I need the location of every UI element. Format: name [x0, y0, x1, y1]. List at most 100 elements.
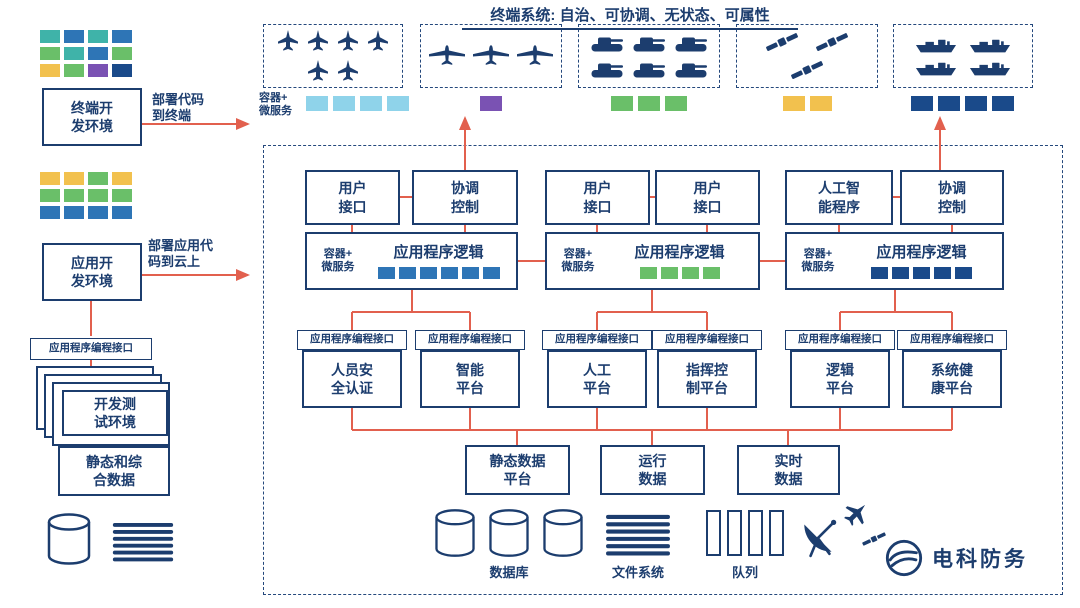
- fighter-jet-icon: [306, 29, 330, 53]
- api-box-5: 应用程序编程接口: [785, 330, 895, 350]
- api-box-1: 应用程序编程接口: [297, 330, 407, 350]
- container-square: [64, 206, 84, 219]
- app-dev-env-box: 应用开 发环境: [42, 243, 142, 301]
- app-env-container-grid: [40, 172, 132, 219]
- container-square: [871, 267, 888, 280]
- left-api-box: 应用程序编程接口: [30, 338, 152, 360]
- cloud-boundary-box: [263, 145, 1063, 595]
- container-square: [64, 30, 84, 43]
- jet-container-squares: [306, 96, 409, 111]
- page-title: 终端系统: 自治、可协调、无状态、可属性: [462, 4, 798, 30]
- container-square: [965, 96, 987, 111]
- container-square: [64, 47, 84, 60]
- container-square: [955, 267, 972, 280]
- fighter-jet-icon: [306, 59, 330, 83]
- tank-icon: [674, 59, 708, 79]
- dev-test-env-box: 开发测 试环境: [62, 390, 168, 436]
- queue-icon: [706, 510, 784, 556]
- container-square: [810, 96, 832, 111]
- container-square: [681, 267, 699, 280]
- drone-icon: [515, 44, 555, 68]
- database-icon: [432, 508, 478, 558]
- container-square: [306, 96, 328, 111]
- logic-container-label: 容器+ 微服务: [801, 247, 835, 273]
- container-square: [40, 30, 60, 43]
- container-square: [112, 47, 132, 60]
- database-icon: [486, 508, 532, 558]
- app-logic-box-3: 容器+ 微服务 应用程序逻辑: [785, 232, 1004, 290]
- container-square: [112, 64, 132, 77]
- brand-logo: 电科防务: [884, 538, 1028, 578]
- static-data-platform-box: 静态数据 平台: [465, 445, 570, 495]
- container-square: [64, 64, 84, 77]
- system-health-platform-box: 系统健 康平台: [902, 350, 1002, 408]
- drone-icon: [471, 44, 511, 68]
- tank-icon: [674, 33, 708, 53]
- fighter-jet-icon: [366, 29, 390, 53]
- container-square: [377, 267, 395, 280]
- container-square: [783, 96, 805, 111]
- logic-title: 应用程序逻辑: [876, 243, 967, 261]
- queue-label: 队列: [731, 565, 758, 580]
- container-square: [40, 189, 60, 202]
- container-square: [482, 267, 500, 280]
- container-square: [398, 267, 416, 280]
- file-stack-icon: [112, 522, 174, 562]
- satellite-group: [736, 24, 878, 88]
- container-square: [64, 172, 84, 185]
- queue-bar: [769, 510, 784, 556]
- tank-icon: [632, 59, 666, 79]
- user-interface-box-3: 用户 接口: [655, 170, 760, 225]
- user-interface-box-1: 用户 接口: [305, 170, 400, 225]
- ship-icon: [968, 58, 1012, 77]
- ship-icon: [968, 35, 1012, 54]
- fighter-jet-group: [263, 24, 403, 88]
- intelligent-platform-box: 智能 平台: [420, 350, 520, 408]
- api-box-4: 应用程序编程接口: [652, 330, 762, 350]
- database-icon: [540, 508, 586, 558]
- container-square: [461, 267, 479, 280]
- queue-bar: [727, 510, 742, 556]
- database-icon: [44, 512, 94, 566]
- container-square: [638, 96, 660, 111]
- tank-icon: [590, 59, 624, 79]
- tank-icon: [632, 33, 666, 53]
- container-square: [665, 96, 687, 111]
- container-square: [88, 64, 108, 77]
- container-square: [40, 206, 60, 219]
- fighter-jet-icon: [336, 29, 360, 53]
- container-square: [88, 206, 108, 219]
- tank-container-squares: [611, 96, 687, 111]
- container-square: [913, 267, 930, 280]
- queue-bar: [706, 510, 721, 556]
- container-square: [387, 96, 409, 111]
- api-box-3: 应用程序编程接口: [542, 330, 652, 350]
- logic-squares: [871, 267, 972, 280]
- queue-bar: [748, 510, 763, 556]
- container-square: [333, 96, 355, 111]
- container-square: [440, 267, 458, 280]
- satellite-icon: [788, 58, 826, 82]
- logic-container-label: 容器+ 微服务: [561, 247, 595, 273]
- app-logic-box-1: 容器+ 微服务 应用程序逻辑: [305, 232, 518, 290]
- brand-logo-text: 电科防务: [932, 548, 1028, 571]
- logic-title: 应用程序逻辑: [393, 243, 484, 261]
- container-square: [112, 206, 132, 219]
- ship-icon: [914, 58, 958, 77]
- container-square: [88, 47, 108, 60]
- ai-program-box: 人工智 能程序: [785, 170, 893, 225]
- container-square: [40, 64, 60, 77]
- fighter-jet-icon: [276, 29, 300, 53]
- container-square: [611, 96, 633, 111]
- drone-icon: [427, 44, 467, 68]
- satellite-container-squares: [783, 96, 832, 111]
- strip-container-label: 容器+ 微服务: [259, 92, 292, 117]
- app-logic-box-2: 容器+ 微服务 应用程序逻辑: [545, 232, 760, 290]
- api-box-6: 应用程序编程接口: [897, 330, 1007, 350]
- personnel-security-platform-box: 人员安 全认证: [302, 350, 402, 408]
- container-square: [480, 96, 502, 111]
- container-square: [40, 172, 60, 185]
- container-square: [660, 267, 678, 280]
- coordination-control-box-2: 协调 控制: [900, 170, 1004, 225]
